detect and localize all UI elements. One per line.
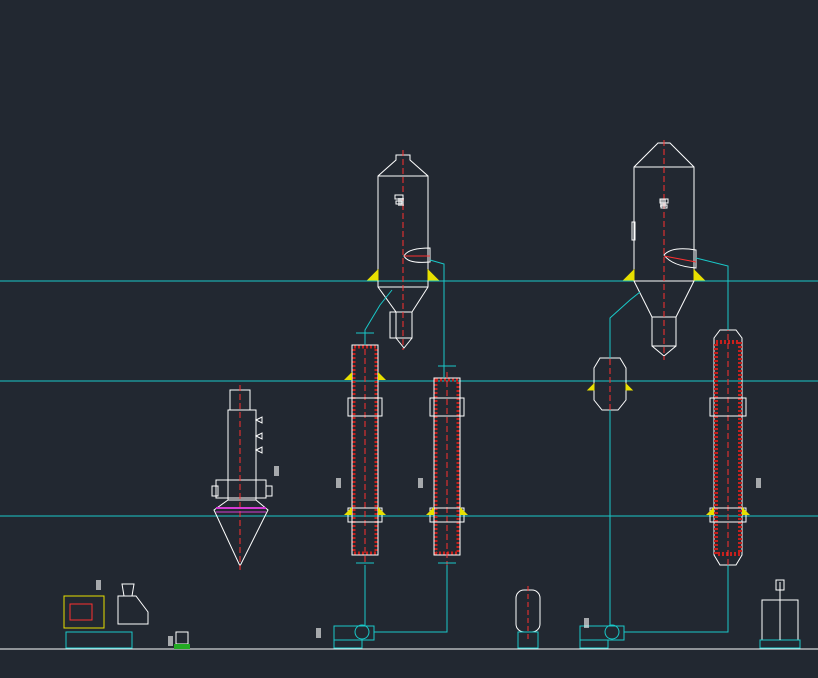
pump-1 [333, 624, 375, 649]
separator-2 [622, 140, 706, 360]
receiver-tank [515, 586, 541, 649]
vacuum-pump [63, 583, 149, 649]
equipment-tags [96, 198, 761, 646]
small-vessel [586, 350, 634, 415]
heater-2 [426, 365, 468, 565]
heater-1 [344, 332, 386, 565]
process-pipes [364, 257, 729, 633]
floor-lines [0, 280, 818, 650]
condenser [211, 385, 273, 570]
pump-2 [579, 624, 625, 649]
heater-3 [706, 325, 750, 570]
separator-1 [366, 150, 440, 350]
mixing-tank [759, 579, 801, 649]
small-tank [174, 631, 190, 649]
